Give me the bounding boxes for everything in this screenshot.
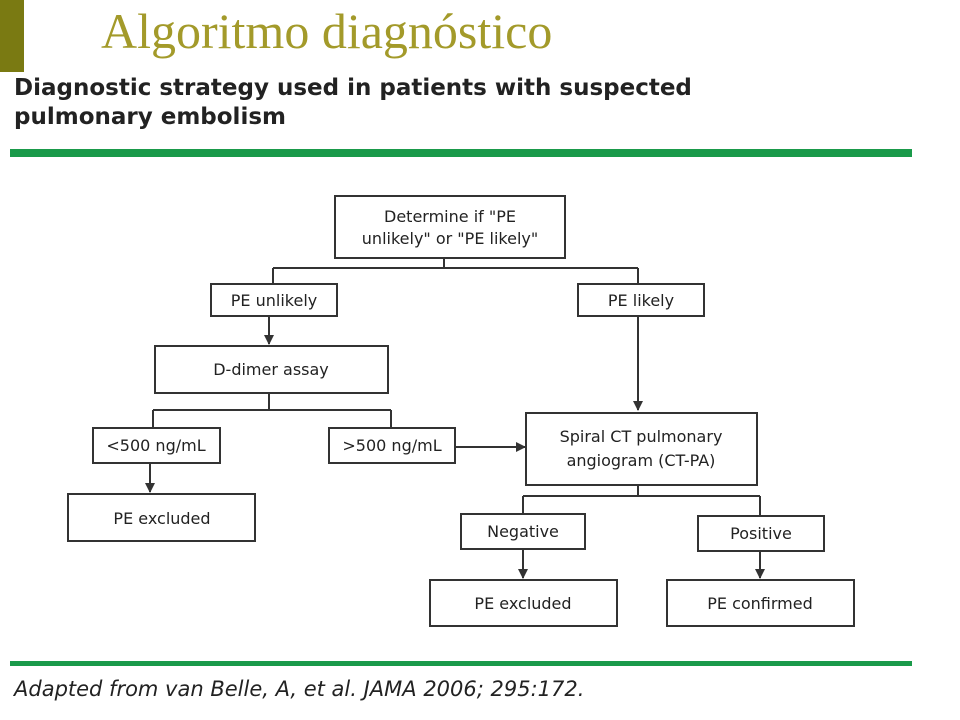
- node-pe-excluded-1-label: PE excluded: [113, 509, 210, 528]
- node-high-ddimer: >500 ng/mL: [328, 427, 456, 464]
- node-pe-unlikely-label: PE unlikely: [231, 291, 317, 310]
- node-ctpa: Spiral CT pulmonary angiogram (CT-PA): [525, 412, 758, 486]
- citation: Adapted from van Belle, A, et al. JAMA 2…: [14, 677, 585, 701]
- node-negative: Negative: [460, 513, 586, 550]
- node-ctpa-line-1: Spiral CT pulmonary: [560, 427, 723, 446]
- node-pe-likely-label: PE likely: [608, 291, 674, 310]
- slide-title: Algoritmo diagnóstico: [101, 3, 553, 59]
- top-divider: [10, 149, 912, 157]
- node-pe-excluded-1: PE excluded: [67, 493, 256, 542]
- node-ddimer-label: D-dimer assay: [213, 360, 329, 379]
- node-positive-label: Positive: [730, 524, 792, 543]
- node-pe-confirmed-label: PE confirmed: [707, 594, 813, 613]
- node-low-ddimer-label: <500 ng/mL: [106, 436, 205, 455]
- bottom-divider: [10, 661, 912, 666]
- node-negative-label: Negative: [487, 522, 559, 541]
- node-pe-excluded-2: PE excluded: [429, 579, 618, 627]
- node-ctpa-line-2: angiogram (CT-PA): [567, 451, 716, 470]
- node-positive: Positive: [697, 515, 825, 552]
- figure-title-line-1: Diagnostic strategy used in patients wit…: [14, 75, 692, 101]
- node-pe-likely: PE likely: [577, 283, 705, 317]
- node-determine-line-1: Determine if "PE: [384, 207, 516, 226]
- node-pe-excluded-2-label: PE excluded: [474, 594, 571, 613]
- node-low-ddimer: <500 ng/mL: [92, 427, 221, 464]
- node-pe-confirmed: PE confirmed: [666, 579, 855, 627]
- node-pe-unlikely: PE unlikely: [210, 283, 338, 317]
- figure-title: Diagnostic strategy used in patients wit…: [14, 74, 814, 132]
- node-determine-line-2: unlikely" or "PE likely": [362, 229, 538, 248]
- node-determine: Determine if "PE unlikely" or "PE likely…: [334, 195, 566, 259]
- accent-bar: [0, 0, 24, 72]
- figure-title-line-2: pulmonary embolism: [14, 104, 286, 130]
- node-ddimer: D-dimer assay: [154, 345, 389, 394]
- node-high-ddimer-label: >500 ng/mL: [342, 436, 441, 455]
- connectors: [145, 258, 765, 579]
